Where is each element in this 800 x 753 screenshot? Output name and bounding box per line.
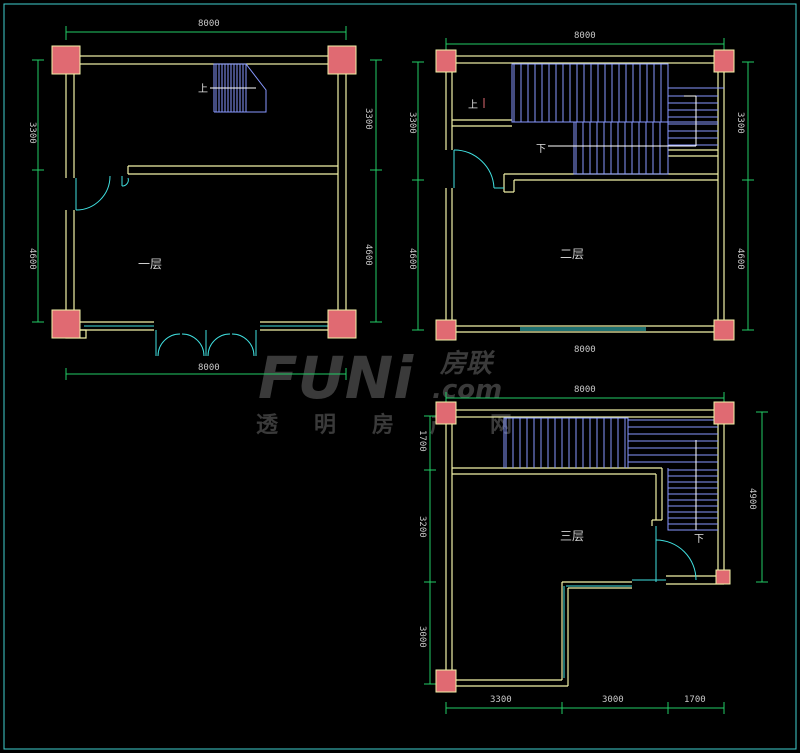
watermark-slogan-1: 透 bbox=[256, 413, 279, 438]
watermark-slogan-3: 房 bbox=[372, 412, 394, 438]
floor1-dim-left-upper: 3300 bbox=[27, 122, 37, 144]
floor2-stair-arrows bbox=[548, 95, 697, 147]
floor3-dim-top: 8000 bbox=[574, 385, 596, 395]
floor1-stair-label: 上 bbox=[198, 83, 208, 95]
floor1-dim-right-upper: 3300 bbox=[363, 108, 373, 130]
floor2-dim-right-upper: 3300 bbox=[735, 112, 745, 134]
floor2-doors bbox=[453, 149, 646, 331]
floor2-stair-up-label: 上 bbox=[468, 99, 478, 111]
floor2-dimension-lines bbox=[412, 38, 754, 331]
floor2-stair-down-label: 下 bbox=[536, 144, 546, 155]
floor2-dim-bottom: 8000 bbox=[574, 345, 596, 355]
floor2-dim-right-lower: 4600 bbox=[735, 248, 745, 270]
floor3-dim-bottom-c: 1700 bbox=[684, 695, 706, 705]
watermark: FUNi 房联 .com 透 明 房 产 网 bbox=[256, 344, 512, 438]
floor1-walls bbox=[65, 55, 347, 339]
watermark-slogan-5: 网 bbox=[490, 413, 512, 438]
floor3-room-label: 三层 bbox=[560, 529, 584, 543]
floor3-dim-left-lower: 3000 bbox=[417, 626, 427, 648]
floor3-dim-bottom-b: 3000 bbox=[602, 695, 624, 705]
floor-plan-3: 8000 1700 3200 3000 4900 3300 3000 1700 bbox=[417, 385, 768, 714]
drawing-frame bbox=[3, 3, 797, 750]
floor3-stair bbox=[503, 417, 718, 531]
floor-plan-2: 8000 8000 3300 4600 3300 4600 bbox=[407, 31, 754, 355]
watermark-brand-cn: 房联 bbox=[439, 349, 496, 379]
floor1-dim-top: 8000 bbox=[198, 19, 220, 29]
floor3-stair-label: 下 bbox=[694, 534, 704, 545]
floor3-walls bbox=[445, 409, 725, 687]
floor2-stair-treads bbox=[513, 64, 718, 174]
floor-plan-1: 8000 8000 3300 4600 3300 4600 bbox=[27, 19, 382, 380]
floor3-dim-bottom-a: 3300 bbox=[490, 695, 512, 705]
floor1-doors bbox=[75, 175, 336, 357]
floor3-dimension-lines bbox=[424, 392, 768, 714]
floor3-doors bbox=[563, 526, 697, 678]
floor1-stair bbox=[213, 63, 267, 113]
watermark-logo: FUNi bbox=[258, 344, 414, 412]
floor1-columns bbox=[51, 45, 357, 339]
floor1-dim-right-lower: 4600 bbox=[363, 244, 373, 266]
floor2-dim-top: 8000 bbox=[574, 31, 596, 41]
floor2-walls bbox=[445, 55, 725, 333]
floor3-columns bbox=[435, 401, 735, 693]
floor1-dimension-lines bbox=[32, 26, 382, 380]
floor1-dim-left-lower: 4600 bbox=[27, 248, 37, 270]
watermark-domain: .com bbox=[432, 375, 502, 405]
floor2-columns bbox=[435, 49, 735, 341]
floor2-dim-left-lower: 4600 bbox=[407, 248, 417, 270]
floor2-dim-left-upper: 3300 bbox=[407, 112, 417, 134]
floor2-room-label: 二层 bbox=[560, 247, 584, 261]
floor1-dim-bottom: 8000 bbox=[198, 363, 220, 373]
floor3-stair-treads bbox=[505, 418, 718, 525]
watermark-slogan-2: 明 bbox=[314, 413, 336, 438]
floor1-room-label: 一层 bbox=[138, 257, 162, 271]
floor3-dim-right: 4900 bbox=[747, 488, 757, 510]
floor3-dim-left-middle: 3200 bbox=[417, 516, 427, 538]
floor3-dim-left-upper: 1700 bbox=[417, 430, 427, 452]
